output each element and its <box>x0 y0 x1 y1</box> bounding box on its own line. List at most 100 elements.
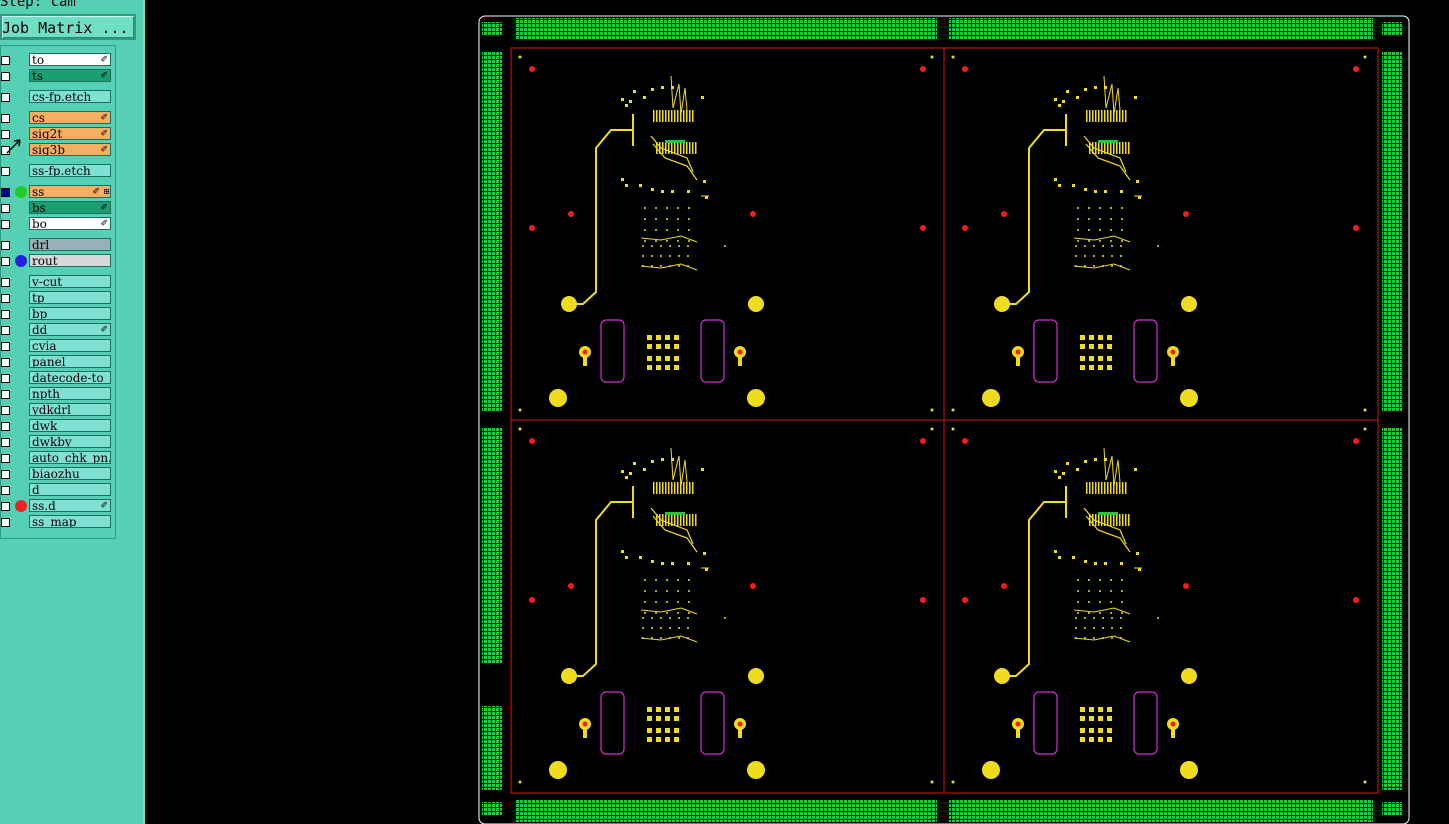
layer-name[interactable]: d <box>29 483 111 496</box>
pcb-panel-canvas[interactable] <box>144 0 1449 824</box>
layer-name[interactable]: v-cut <box>29 275 111 288</box>
layer-row-biaozhu[interactable]: biaozhu <box>1 467 117 482</box>
via <box>703 180 706 183</box>
layer-name[interactable]: ss✐⊞ <box>29 185 111 198</box>
layer-row-auto-chk-pn-[interactable]: auto_chk_pn... <box>1 451 117 466</box>
layer-row-drl[interactable]: drl <box>1 238 117 253</box>
layer-row-bp[interactable]: bp <box>1 307 117 322</box>
layer-display-dot-icon[interactable] <box>15 500 27 512</box>
fine-pitch-pad <box>683 142 685 154</box>
job-matrix-button[interactable]: Job Matrix ... <box>0 14 136 40</box>
layer-row-rout[interactable]: rout <box>1 254 117 269</box>
layer-name[interactable]: biaozhu <box>29 467 111 480</box>
layer-row-bo[interactable]: bo✐ <box>1 217 117 232</box>
layer-row-bs[interactable]: bs✐ <box>1 201 117 216</box>
layer-row-ss-d[interactable]: ss.d✐ <box>1 499 117 514</box>
layer-row-ts[interactable]: ts✐ <box>1 69 117 84</box>
layer-affected-checkbox[interactable] <box>1 278 10 287</box>
layer-name[interactable]: bp <box>29 307 111 320</box>
layer-row-ss-map[interactable]: ss_map <box>1 515 117 530</box>
layer-affected-checkbox[interactable] <box>1 188 10 197</box>
layer-row-ss[interactable]: ss✐⊞ <box>1 185 117 200</box>
layer-row-sig3b[interactable]: sig3b✐ <box>1 143 117 158</box>
via <box>661 86 664 89</box>
layer-affected-checkbox[interactable] <box>1 374 10 383</box>
layer-row-cs[interactable]: cs✐ <box>1 111 117 126</box>
layer-affected-checkbox[interactable] <box>1 257 10 266</box>
layer-affected-checkbox[interactable] <box>1 114 10 123</box>
layer-name[interactable]: dwkby <box>29 435 111 448</box>
copper-trace <box>652 143 698 181</box>
layer-name[interactable]: dd✐ <box>29 323 111 336</box>
layer-name[interactable]: to✐ <box>29 53 111 66</box>
keyhole-pad-stem <box>1016 352 1020 366</box>
layer-name[interactable]: ss.d✐ <box>29 499 111 512</box>
layer-name[interactable]: tp <box>29 291 111 304</box>
layer-row-datecode-to[interactable]: datecode-to <box>1 371 117 386</box>
via <box>1102 637 1104 639</box>
layer-name[interactable]: cs✐ <box>29 111 111 124</box>
layer-affected-checkbox[interactable] <box>1 241 10 250</box>
layer-affected-checkbox[interactable] <box>1 502 10 511</box>
layer-name[interactable]: ts✐ <box>29 69 111 82</box>
layer-affected-checkbox[interactable] <box>1 310 10 319</box>
layer-affected-checkbox[interactable] <box>1 167 10 176</box>
layer-row-npth[interactable]: npth <box>1 387 117 402</box>
layer-affected-checkbox[interactable] <box>1 454 10 463</box>
layer-row-tp[interactable]: tp <box>1 291 117 306</box>
layer-display-dot-icon[interactable] <box>15 186 27 198</box>
layer-row-d[interactable]: d <box>1 483 117 498</box>
layer-affected-checkbox[interactable] <box>1 518 10 527</box>
smd-pad <box>656 335 661 340</box>
layer-name[interactable]: npth <box>29 387 111 400</box>
layer-affected-checkbox[interactable] <box>1 406 10 415</box>
layer-affected-checkbox[interactable] <box>1 438 10 447</box>
layer-name[interactable]: sig2t✐ <box>29 127 111 140</box>
layer-affected-checkbox[interactable] <box>1 204 10 213</box>
via <box>1102 255 1104 257</box>
layer-affected-checkbox[interactable] <box>1 72 10 81</box>
layer-row-sig2t[interactable]: sig2t✐ <box>1 127 117 142</box>
layer-display-dot-icon[interactable] <box>15 255 27 267</box>
fine-pitch-pad <box>659 142 661 154</box>
layer-affected-checkbox[interactable] <box>1 422 10 431</box>
layer-row-ss-fp-etch[interactable]: ss-fp.etch <box>1 164 117 179</box>
layer-row-ydkdrl[interactable]: ydkdrl <box>1 403 117 418</box>
layer-row-dwkby[interactable]: dwkby <box>1 435 117 450</box>
layer-row-dwk[interactable]: dwk <box>1 419 117 434</box>
layer-affected-checkbox[interactable] <box>1 294 10 303</box>
layer-affected-checkbox[interactable] <box>1 390 10 399</box>
layer-name[interactable]: ss_map <box>29 515 111 528</box>
layer-name[interactable]: bo✐ <box>29 217 111 230</box>
layer-name[interactable]: sig3b✐ <box>29 143 111 156</box>
layer-row-cs-fp-etch[interactable]: cs-fp.etch <box>1 90 117 105</box>
layer-name[interactable]: cs-fp.etch <box>29 90 111 103</box>
layer-row-panel[interactable]: panel <box>1 355 117 370</box>
layer-name[interactable]: auto_chk_pn... <box>29 451 111 464</box>
layer-row-cvia[interactable]: cvia <box>1 339 117 354</box>
layer-name[interactable]: ss-fp.etch <box>29 164 111 177</box>
layer-name[interactable]: ydkdrl <box>29 403 111 416</box>
layer-affected-checkbox[interactable] <box>1 130 10 139</box>
layer-name[interactable]: dwk <box>29 419 111 432</box>
copper-trace <box>640 263 698 271</box>
layer-row-to[interactable]: to✐ <box>1 53 117 68</box>
layer-name[interactable]: drl <box>29 238 111 251</box>
layer-name[interactable]: panel <box>29 355 111 368</box>
layer-name[interactable]: cvia <box>29 339 111 352</box>
layer-name[interactable]: rout <box>29 254 111 267</box>
layer-name[interactable]: bs✐ <box>29 201 111 214</box>
layer-affected-checkbox[interactable] <box>1 326 10 335</box>
layer-affected-checkbox[interactable] <box>1 358 10 367</box>
layer-affected-checkbox[interactable] <box>1 56 10 65</box>
layer-affected-checkbox[interactable] <box>1 486 10 495</box>
corner-mark <box>930 55 934 59</box>
layer-affected-checkbox[interactable] <box>1 470 10 479</box>
layer-affected-checkbox[interactable] <box>1 342 10 351</box>
layer-affected-checkbox[interactable] <box>1 220 10 229</box>
layer-row-v-cut[interactable]: v-cut <box>1 275 117 290</box>
layer-affected-checkbox[interactable] <box>1 93 10 102</box>
layer-row-dd[interactable]: dd✐ <box>1 323 117 338</box>
layer-name[interactable]: datecode-to <box>29 371 111 384</box>
corner-mark <box>951 55 955 59</box>
